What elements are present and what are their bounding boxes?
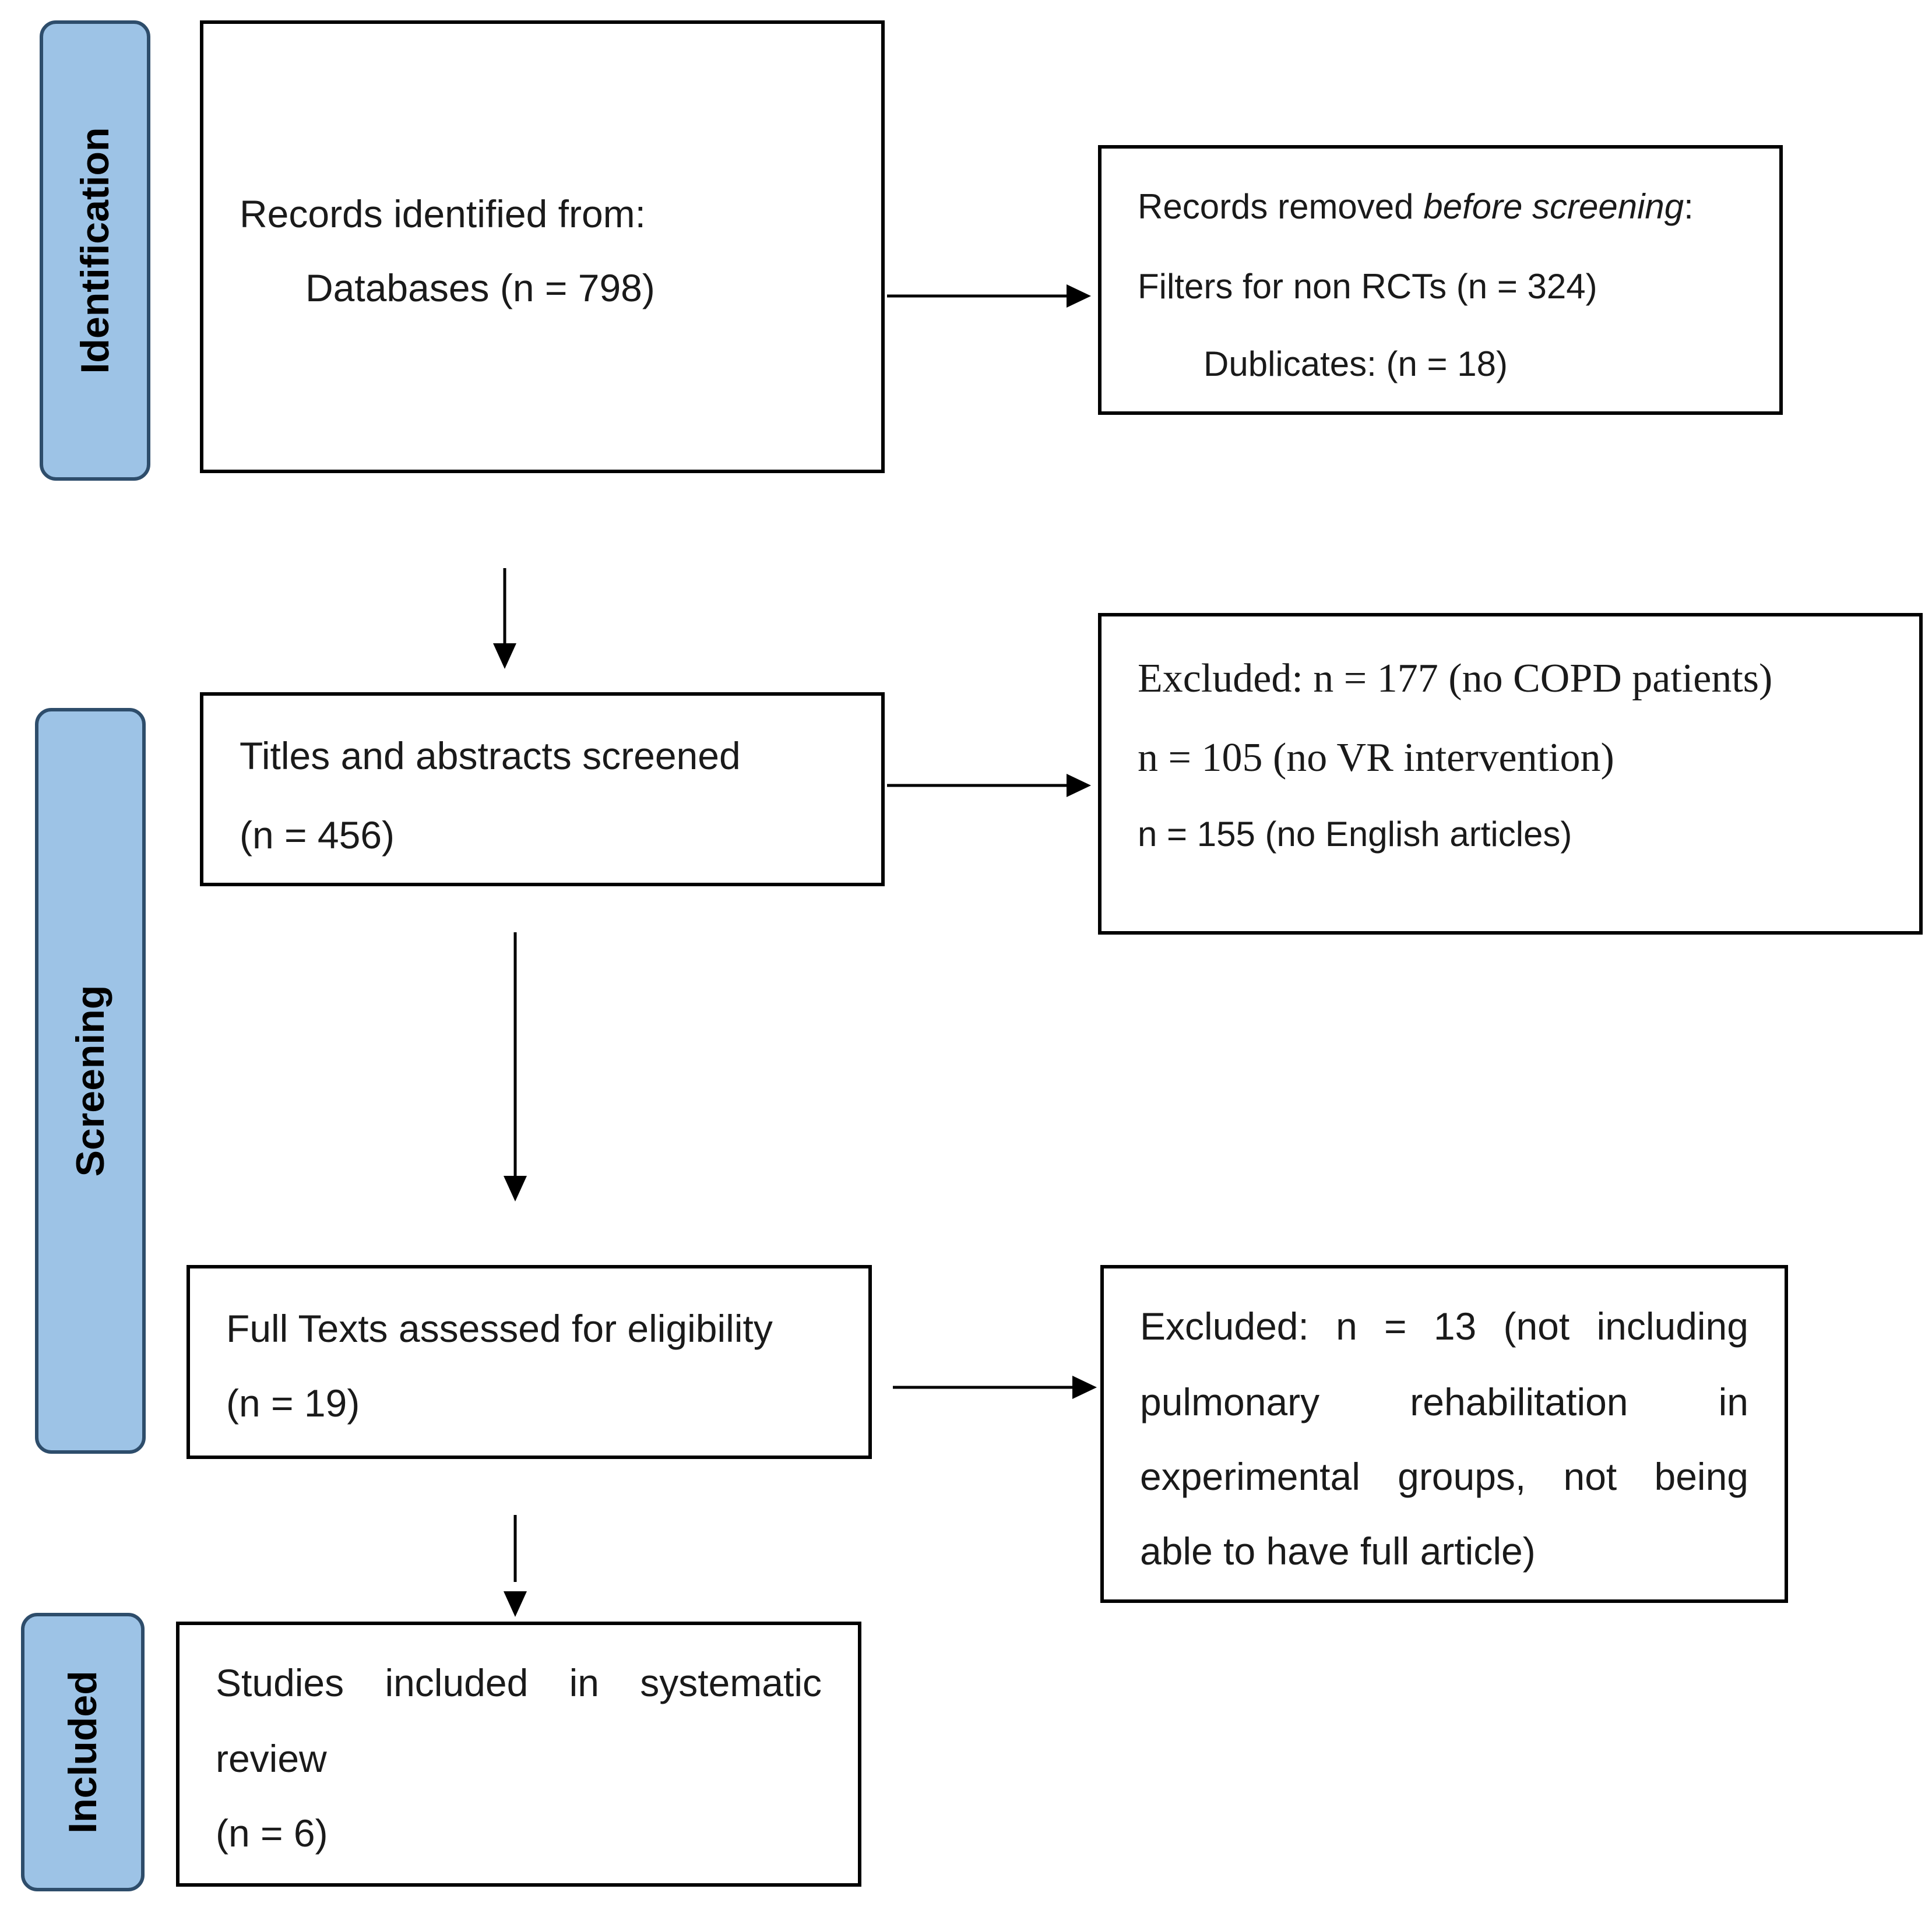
- studies-included-count: (n = 6): [216, 1812, 328, 1855]
- screened-box: Titles and abstracts screened (n = 456): [200, 692, 885, 886]
- duplicates-count: Dublicates: (n = 18): [1203, 344, 1508, 383]
- excluded-eligibility-word: =: [1384, 1305, 1407, 1348]
- screened-title: Titles and abstracts screened: [240, 734, 741, 777]
- filters-non-rct-count: Filters for non RCTs (n = 324): [1138, 267, 1597, 306]
- studies-included-word: systematic: [640, 1661, 822, 1704]
- excluded-eligibility-word: groups,: [1398, 1455, 1526, 1498]
- studies-included-word: Studies: [216, 1661, 344, 1704]
- excluded-eligibility-line2: pulmonary rehabilitation in: [1140, 1383, 1748, 1421]
- records-databases-count: Databases (n = 798): [305, 266, 655, 309]
- excluded-eligibility-box: Excluded: n = 13 (not including pulmonar…: [1100, 1265, 1788, 1603]
- excluded-eligibility-word: not: [1563, 1455, 1617, 1498]
- fulltext-title: Full Texts assessed for eligibility: [226, 1307, 773, 1350]
- records-removed-italic: before screening: [1423, 187, 1684, 226]
- arrowhead: [1067, 774, 1091, 797]
- records-removed-suffix: :: [1684, 187, 1694, 226]
- arrowhead: [1067, 284, 1091, 308]
- excluded-screening-box: Excluded: n = 177 (no COPD patients) n =…: [1098, 613, 1923, 935]
- phase-included: Included: [21, 1613, 145, 1891]
- arrowhead: [493, 643, 516, 669]
- excluded-no-vr: n = 105 (no VR intervention): [1138, 735, 1614, 780]
- arrowhead: [1072, 1376, 1097, 1399]
- studies-included-line1: Studies included in systematic: [216, 1664, 822, 1702]
- excluded-eligibility-word: Excluded:: [1140, 1305, 1309, 1348]
- phase-identification: Identification: [40, 20, 150, 481]
- records-identified-box: Records identified from: Databases (n = …: [200, 20, 885, 473]
- arrowhead: [504, 1176, 527, 1201]
- excluded-eligibility-word: 13: [1433, 1305, 1477, 1348]
- excluded-eligibility-word: n: [1336, 1305, 1357, 1348]
- excluded-no-english: n = 155 (no English articles): [1138, 815, 1572, 854]
- excluded-eligibility-line3: experimental groups, not being: [1140, 1457, 1748, 1496]
- screened-count: (n = 456): [240, 813, 395, 857]
- excluded-eligibility-line1: Excluded: n = 13 (not including: [1140, 1307, 1748, 1345]
- excluded-eligibility-word: pulmonary: [1140, 1380, 1320, 1423]
- phase-screening: Screening: [35, 708, 146, 1454]
- excluded-eligibility-line4: able to have full article): [1140, 1530, 1536, 1573]
- fulltext-count: (n = 19): [226, 1382, 360, 1425]
- excluded-no-copd: Excluded: n = 177 (no COPD patients): [1138, 656, 1773, 701]
- records-removed-prefix: Records removed: [1138, 187, 1424, 226]
- arrowhead: [504, 1591, 527, 1617]
- excluded-eligibility-word: including: [1596, 1305, 1748, 1348]
- studies-included-word: in: [569, 1661, 599, 1704]
- records-identified-title: Records identified from:: [240, 192, 646, 235]
- fulltext-box: Full Texts assessed for eligibility (n =…: [186, 1265, 872, 1459]
- excluded-eligibility-word: experimental: [1140, 1455, 1360, 1498]
- excluded-eligibility-word: being: [1654, 1455, 1749, 1498]
- studies-included-word: included: [385, 1661, 529, 1704]
- excluded-eligibility-word: in: [1718, 1380, 1748, 1423]
- excluded-eligibility-word: (not: [1503, 1305, 1570, 1348]
- studies-included-box: Studies included in systematic review (n…: [176, 1622, 861, 1887]
- studies-included-line2: review: [216, 1737, 327, 1780]
- excluded-eligibility-word: rehabilitation: [1410, 1380, 1628, 1423]
- records-removed-box: Records removed before screening: Filter…: [1098, 145, 1783, 415]
- records-removed-title: Records removed before screening:: [1138, 189, 1694, 224]
